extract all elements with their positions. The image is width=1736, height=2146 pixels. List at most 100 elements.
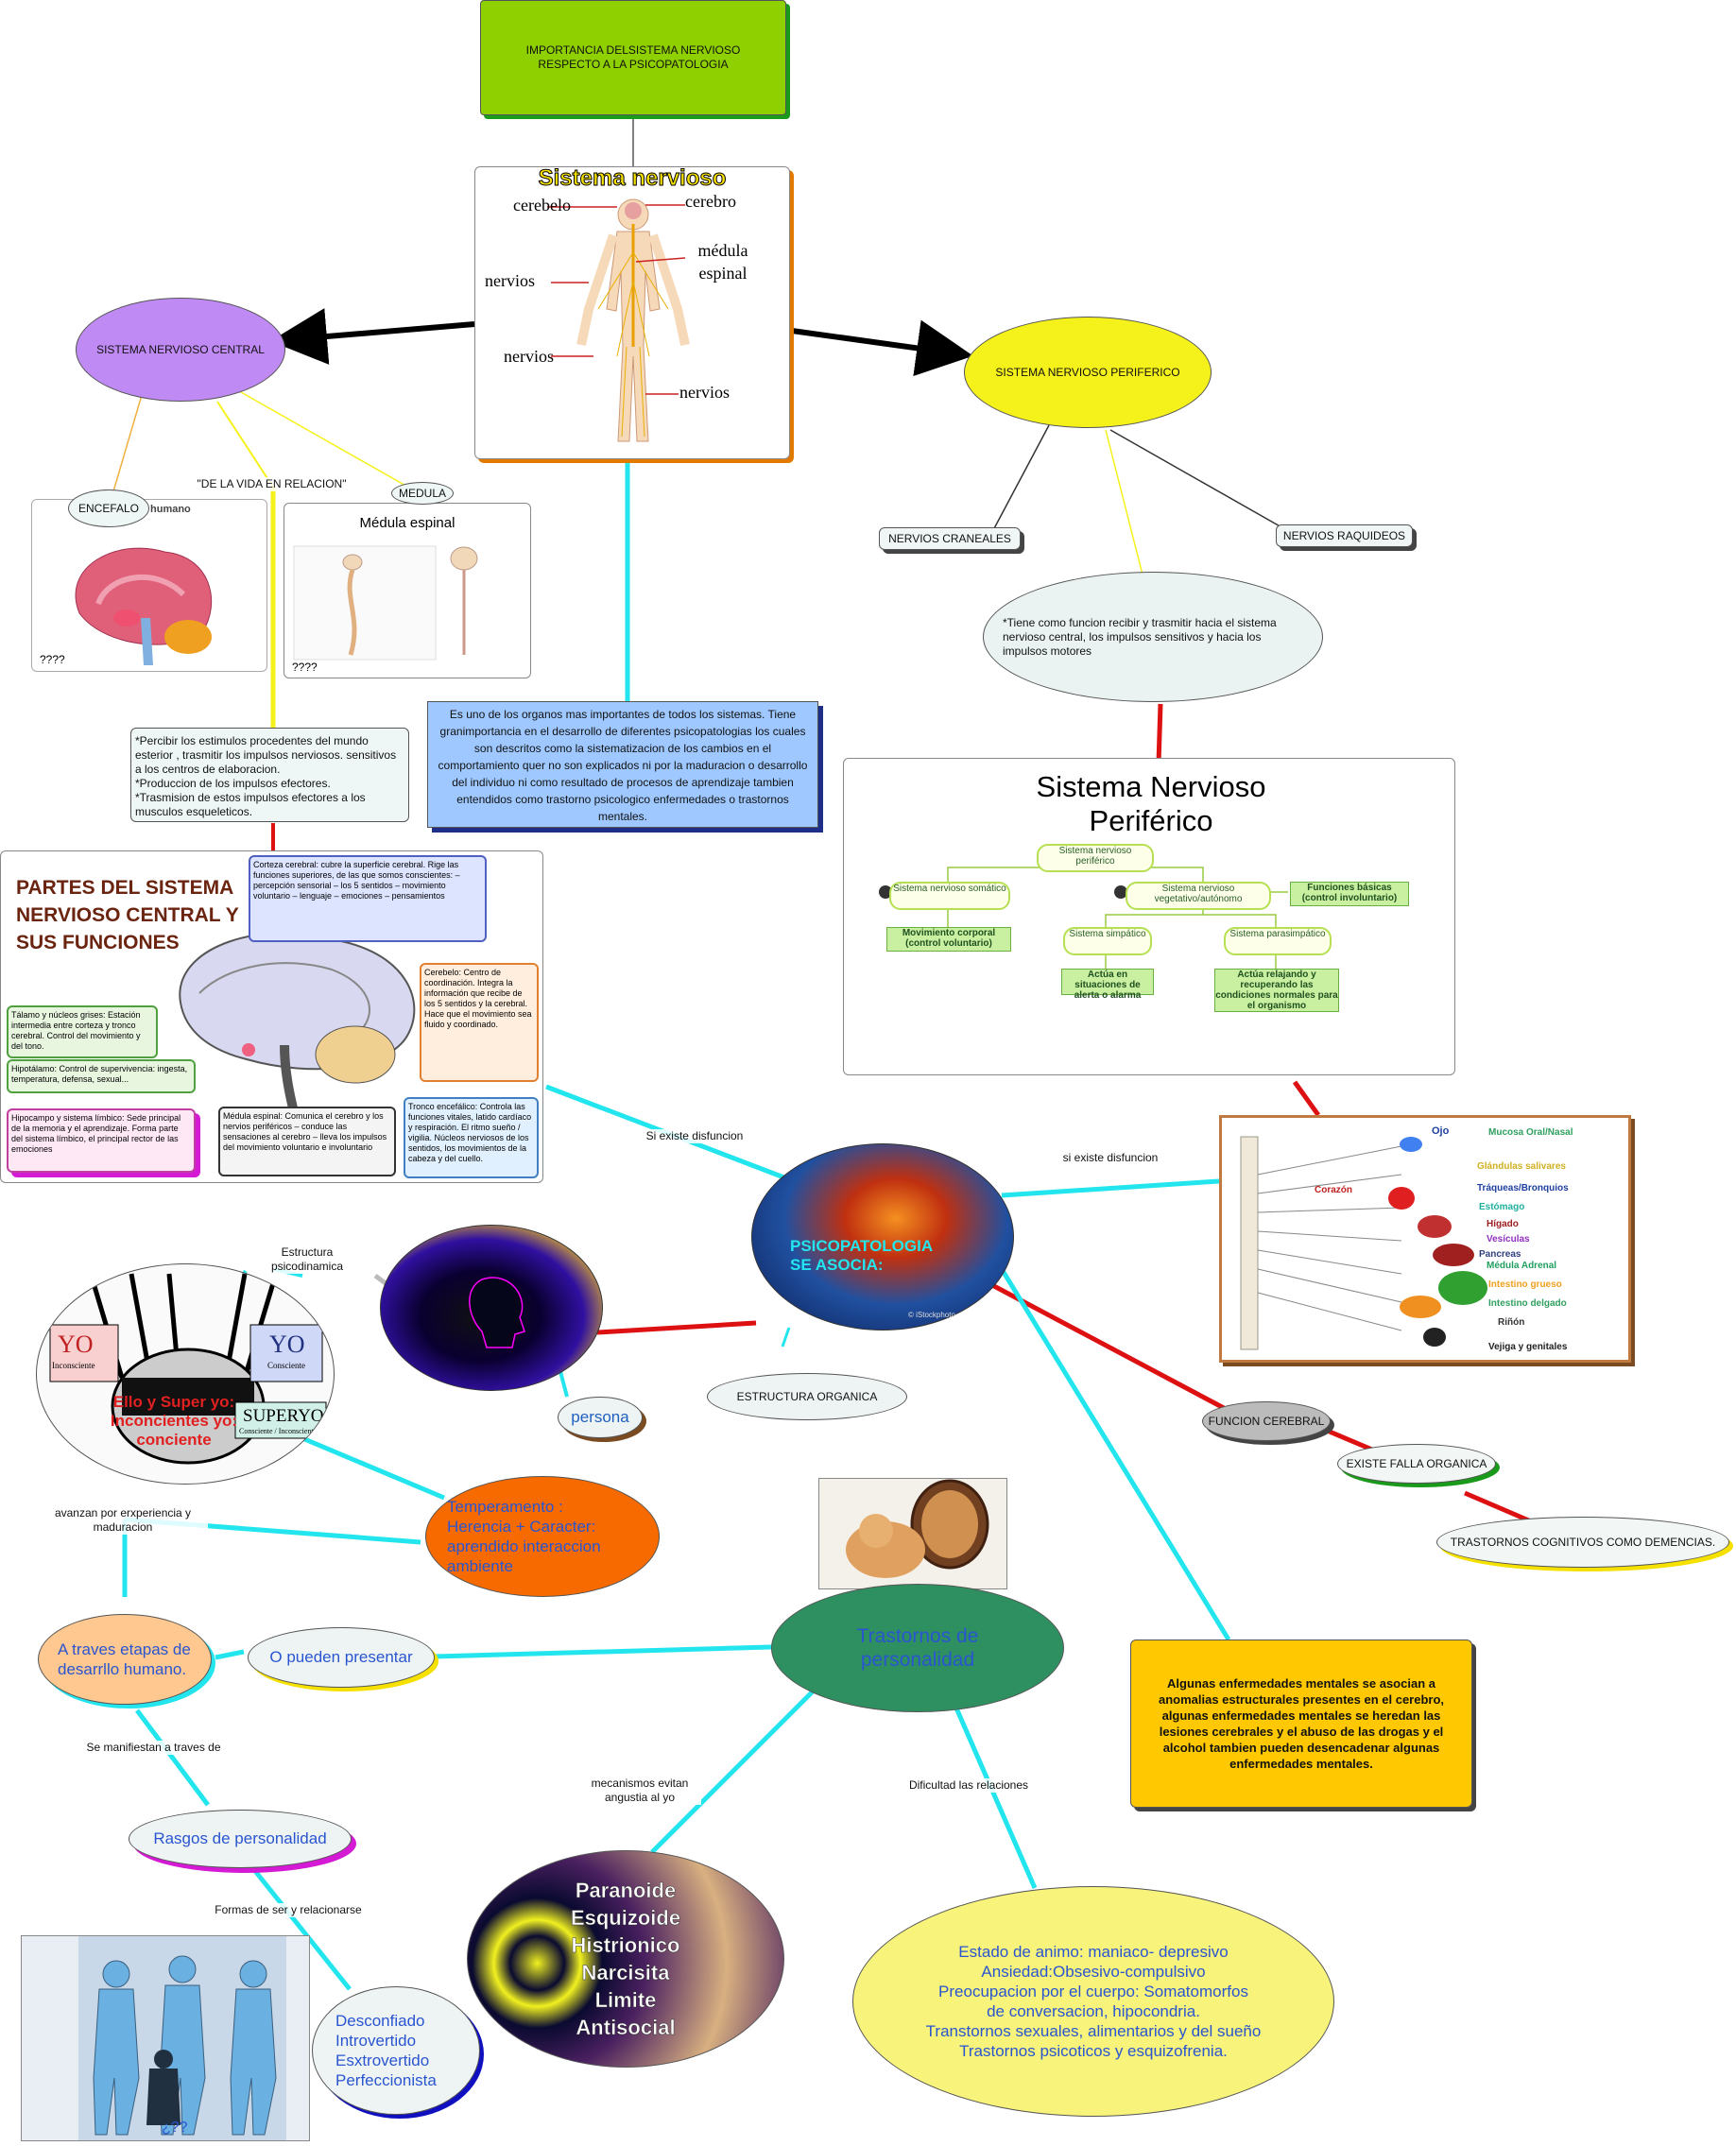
people-image: ¿?? xyxy=(21,1935,310,2141)
rasgos-list-node[interactable]: Desconfiado Introvertido Esxtrovertido P… xyxy=(312,1986,480,2115)
nervios-craneales-node[interactable]: NERVIOS CRANEALES xyxy=(879,527,1021,550)
etapas-node[interactable]: A traves etapas de desarrllo humano. xyxy=(38,1614,212,1705)
snp-simpatico: Sistema simpático xyxy=(1063,927,1152,955)
organ-glandulas: Glándulas salivares xyxy=(1477,1161,1566,1172)
trastornos-cognitivos-node[interactable]: TRASTORNOS COGNITIVOS COMO DEMENCIAS. xyxy=(1436,1517,1729,1568)
snc-functions-box[interactable]: *Percibir los estimulos procedentes del … xyxy=(130,728,409,822)
tipo-histrionico: Histrionico xyxy=(571,1933,680,1958)
tipo-paranoide: Paranoide xyxy=(575,1879,677,1903)
organ-medula-adrenal: Médula Adrenal xyxy=(1487,1261,1557,1271)
head-silhouette-icon xyxy=(469,1277,525,1348)
nervous-system-title: Sistema nervioso xyxy=(538,166,727,192)
psicopatologia-node[interactable]: PSICOPATOLOGIA SE ASOCIA: © iStockphoto xyxy=(751,1143,1014,1331)
existe-falla-node[interactable]: EXISTE FALLA ORGANICA xyxy=(1337,1444,1496,1484)
organ-ojo: Ojo xyxy=(1432,1125,1450,1137)
brain-diagram-icon xyxy=(75,547,213,665)
snp-parasimpatico: Sistema parasimpático xyxy=(1224,927,1332,955)
organs-image: Ojo Mucosa Oral/Nasal Glándulas salivare… xyxy=(1219,1115,1631,1363)
organ-traqueas: Tráqueas/Bronquios xyxy=(1477,1183,1569,1193)
yo-right: YO xyxy=(269,1331,305,1358)
inconsciente-label: Inconsciente xyxy=(52,1361,95,1370)
label-nervios-1: nervios xyxy=(485,271,535,290)
estructura-psicodinamica-label: Estructura psicodinamica xyxy=(255,1245,359,1274)
people-group-icon xyxy=(78,1936,286,2140)
snp-root: Sistema nervioso periférico xyxy=(1037,844,1154,872)
estado-2: Ansiedad:Obsesivo-compulsivo xyxy=(981,1963,1206,1981)
rasgos-node[interactable]: Rasgos de personalidad xyxy=(129,1810,352,1868)
estado-3: Preocupacion por el cuerpo: Somatomorfos xyxy=(938,1983,1248,2000)
personality-types-node[interactable]: Paranoide Esquizoide Histrionico Narcisi… xyxy=(467,1850,784,2068)
superyo-sub-label: Consciente / Inconsciente xyxy=(239,1427,318,1435)
algunas-enfermedades-box[interactable]: Algunas enfermedades mentales se asocian… xyxy=(1130,1640,1472,1808)
medula-image: Médula espinal ???? xyxy=(284,503,531,678)
funcion-cerebral-node[interactable]: FUNCION CEREBRAL xyxy=(1202,1401,1331,1441)
label-medula-espinal: médula espinal xyxy=(697,241,748,283)
rasgo-extrovertido: Esxtrovertido xyxy=(335,2052,430,2069)
superyo-label: SUPERYO xyxy=(243,1406,324,1426)
people-caption: ¿?? xyxy=(162,2120,188,2136)
organ-intestino-grueso: Intestino grueso xyxy=(1488,1279,1562,1290)
yo-superyo-image: YO Inconsciente YO Consciente SUPERYO Co… xyxy=(36,1263,335,1485)
snp-funciones: Funciones básicas (control involuntario) xyxy=(1290,882,1409,906)
rasgo-introvertido: Introvertido xyxy=(335,2032,417,2050)
encefalo-img-caption: humano xyxy=(150,504,191,515)
snc-parts-title: PARTES DEL SISTEMA NERVIOSO CENTRAL Y SU… xyxy=(16,877,239,953)
tipo-limite: Limite xyxy=(594,1988,657,2013)
importance-box[interactable]: Es uno de los organos mas importantes de… xyxy=(427,701,818,828)
organ-estomago: Estómago xyxy=(1479,1202,1525,1212)
temperamento-node[interactable]: Temperamento : Herencia + Caracter: apre… xyxy=(425,1476,660,1597)
trastornos-personalidad-node[interactable]: Trastornos de personalidad xyxy=(771,1584,1064,1712)
hands-over-eyes-icon xyxy=(49,1273,327,1465)
snp-chart-image: Sistema Nervioso Periférico Sistema nerv… xyxy=(843,758,1455,1075)
snp-node[interactable]: SISTEMA NERVIOSO PERIFERICO xyxy=(964,317,1212,428)
estados-node[interactable]: Estado de animo: maniaco- depresivo Ansi… xyxy=(852,1886,1334,2117)
hipotalamo-box: Hipotálamo: Control de supervivencia: in… xyxy=(7,1059,196,1093)
tipo-narcisita: Narcisita xyxy=(581,1961,670,1985)
human-body-icon xyxy=(547,198,690,442)
persona-node[interactable]: persona xyxy=(558,1397,643,1438)
medula-node[interactable]: MEDULA xyxy=(391,482,454,505)
medula-box: Médula espinal: Comunica el cerebro y lo… xyxy=(218,1107,396,1176)
snp-chart-tree xyxy=(879,858,1288,969)
pueden-presentar-node[interactable]: O pueden presentar xyxy=(248,1627,435,1688)
brain-section-icon xyxy=(179,932,416,1155)
de-la-vida-label: "DE LA VIDA EN RELACION" xyxy=(189,477,354,491)
snc-parts-image: PARTES DEL SISTEMA NERVIOSO CENTRAL Y SU… xyxy=(0,850,543,1183)
spine-diagram-icon xyxy=(293,545,478,661)
organ-vejiga: Vejiga y genitales xyxy=(1488,1342,1568,1352)
encefalo-image: humano ???? xyxy=(31,499,267,672)
rasgo-perfeccionista: Perfeccionista xyxy=(335,2071,437,2089)
snp-description-node[interactable]: *Tiene como funcion recibir y trasmitir … xyxy=(983,572,1323,702)
neon-head-image xyxy=(380,1225,603,1391)
estado-6: Trastornos psicoticos y esquizofrenia. xyxy=(959,2042,1228,2060)
avanzan-label: avanzan por erxperiencia y maduracion xyxy=(38,1506,208,1535)
nervios-raquideos-node[interactable]: NERVIOS RAQUIDEOS xyxy=(1276,524,1413,547)
organ-higado: Hígado xyxy=(1487,1219,1519,1229)
organ-intestino-delgado: Intestino delgado xyxy=(1488,1298,1567,1309)
estado-5: Transtornos sexuales, alimentarios y del… xyxy=(925,2022,1262,2040)
organ-corazon: Corazón xyxy=(1315,1185,1352,1195)
snc-node[interactable]: SISTEMA NERVIOSO CENTRAL xyxy=(76,298,285,402)
yo-left: YO xyxy=(58,1331,94,1358)
snp-vegetativo: Sistema nervioso vegetativo/autónomo xyxy=(1126,882,1271,910)
main-title-box: IMPORTANCIA DELSISTEMA NERVIOSO RESPECTO… xyxy=(480,0,786,115)
se-manifiestan-label: Se manifiestan a traves de xyxy=(80,1741,227,1755)
consciente-label: Consciente xyxy=(267,1361,305,1370)
label-cerebro: cerebro xyxy=(685,192,736,211)
dificultad-label: Dificultad las relaciones xyxy=(907,1778,1030,1793)
encefalo-node[interactable]: ENCEFALO xyxy=(68,489,149,527)
organ-pancreas: Pancreas xyxy=(1479,1249,1521,1260)
label-nervios-3: nervios xyxy=(679,383,730,402)
label-cerebelo: cerebelo xyxy=(513,196,571,215)
snp-alerta: Actúa en situaciones de alerta o alarma xyxy=(1061,969,1154,1001)
mecanismos-label: mecanismos evitan angustia al yo xyxy=(578,1777,701,1805)
tipo-antisocial: Antisocial xyxy=(576,2016,676,2040)
kitten-lion-icon xyxy=(846,1479,989,1578)
estructura-organica-node[interactable]: ESTRUCTURA ORGANICA xyxy=(707,1373,907,1420)
si-existe-disfuncion-2: si existe disfuncion xyxy=(1044,1151,1177,1165)
snp-chart-title: Sistema Nervioso Periférico xyxy=(1036,770,1266,837)
snp-movimiento: Movimiento corporal (control voluntario) xyxy=(886,927,1011,952)
organ-vesiculas: Vesículas xyxy=(1487,1234,1530,1245)
tipo-esquizoide: Esquizoide xyxy=(570,1906,681,1931)
talamo-box: Tálamo y núcleos grises: Estación interm… xyxy=(7,1005,158,1058)
